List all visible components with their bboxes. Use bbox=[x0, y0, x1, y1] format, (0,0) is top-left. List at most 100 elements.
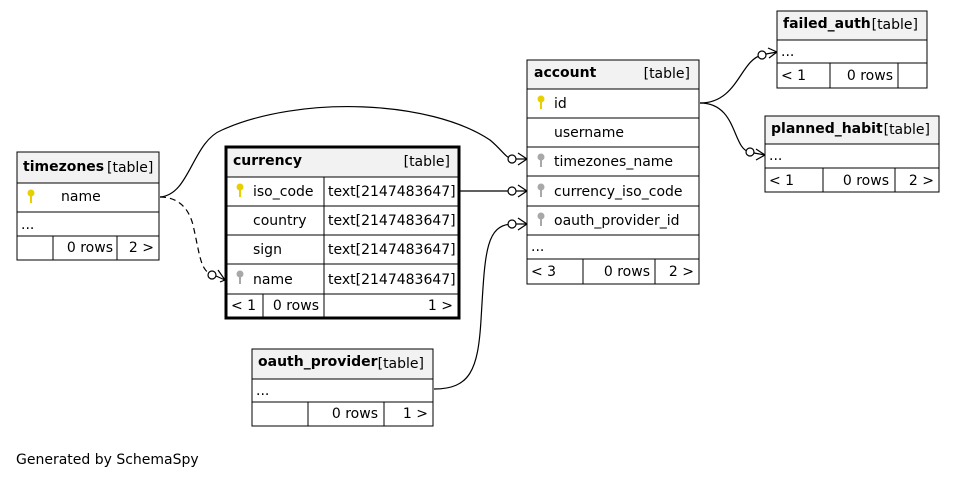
column-name: timezones_name bbox=[554, 154, 673, 170]
table-account[interactable]: account [table] id username timezones_na… bbox=[526, 59, 700, 285]
foreign-key-icon bbox=[537, 183, 545, 197]
column-row[interactable] bbox=[526, 117, 700, 148]
row-count: 0 rows bbox=[67, 240, 113, 256]
footer-rows bbox=[307, 401, 385, 427]
footer-rows bbox=[822, 167, 896, 193]
more-row bbox=[251, 378, 434, 403]
column-name: sign bbox=[253, 242, 282, 258]
column-row[interactable] bbox=[526, 146, 700, 177]
optional-circle bbox=[757, 50, 767, 60]
parents-count[interactable]: < 3 bbox=[531, 264, 556, 280]
optional-circle bbox=[207, 270, 217, 280]
table-planned-habit[interactable]: planned_habit [table] ... < 1 0 rows 2 > bbox=[764, 115, 940, 193]
more-row bbox=[526, 234, 700, 260]
column-name: country bbox=[253, 213, 307, 229]
column-name: username bbox=[554, 125, 624, 141]
optional-circle bbox=[745, 147, 755, 157]
column-row[interactable] bbox=[225, 205, 325, 236]
parents-count[interactable]: < 1 bbox=[231, 298, 256, 314]
table-header bbox=[776, 10, 928, 41]
column-name: currency_iso_code bbox=[554, 184, 683, 200]
foreign-key-icon bbox=[537, 212, 545, 226]
table-failed-auth[interactable]: failed_auth [table] ... < 1 0 rows bbox=[776, 10, 928, 89]
footer-rows bbox=[52, 235, 118, 261]
foreign-key-icon bbox=[537, 153, 545, 167]
table-name: account bbox=[534, 65, 597, 81]
more-indicator: ... bbox=[781, 44, 794, 60]
children-count[interactable]: 2 > bbox=[669, 264, 694, 280]
parents-count[interactable]: < 1 bbox=[781, 68, 806, 84]
column-type: text[2147483647] bbox=[328, 213, 456, 229]
table-kind: [table] bbox=[644, 66, 690, 82]
row-count: 0 rows bbox=[847, 68, 893, 84]
footer-children bbox=[894, 167, 940, 193]
column-type-cell bbox=[323, 234, 460, 265]
edge-timezones-currency bbox=[159, 196, 213, 276]
edge-endpoints bbox=[207, 47, 778, 283]
table-name: currency bbox=[233, 153, 302, 169]
children-count[interactable]: 1 > bbox=[428, 298, 453, 314]
row-count: 0 rows bbox=[273, 298, 319, 314]
column-row[interactable] bbox=[526, 205, 700, 236]
table-oauth-provider[interactable]: oauth_provider [table] ... 0 rows 1 > bbox=[251, 348, 434, 427]
children-count[interactable]: 2 > bbox=[909, 173, 934, 189]
column-name: id bbox=[554, 96, 567, 112]
table-name: planned_habit bbox=[771, 121, 883, 137]
edge-account-planned-habit bbox=[699, 102, 751, 153]
more-indicator: ... bbox=[769, 148, 782, 164]
footer-parents bbox=[16, 235, 54, 261]
children-count[interactable]: 1 > bbox=[403, 406, 428, 422]
crows-foot bbox=[516, 152, 528, 166]
more-indicator: ... bbox=[21, 217, 34, 233]
table-kind: [table] bbox=[107, 160, 153, 176]
primary-key-icon bbox=[537, 95, 545, 109]
table-header bbox=[526, 59, 700, 90]
focus-border bbox=[224, 145, 461, 320]
column-row[interactable] bbox=[225, 234, 325, 265]
table-kind: [table] bbox=[884, 122, 930, 138]
column-type-cell bbox=[323, 205, 460, 236]
edge-account-failed-auth bbox=[699, 54, 763, 104]
column-type-cell bbox=[323, 263, 460, 295]
column-row[interactable] bbox=[16, 182, 160, 213]
primary-key-icon bbox=[236, 183, 244, 197]
optional-circle bbox=[507, 186, 517, 196]
optional-circle bbox=[507, 219, 517, 229]
more-row bbox=[16, 211, 160, 237]
children-count[interactable]: 2 > bbox=[129, 240, 154, 256]
row-count: 0 rows bbox=[843, 173, 889, 189]
column-name: oauth_provider_id bbox=[554, 213, 680, 229]
table-kind: [table] bbox=[872, 17, 918, 33]
foreign-key-icon bbox=[236, 270, 244, 284]
table-name: oauth_provider bbox=[258, 354, 378, 370]
footer-parents bbox=[251, 401, 309, 427]
footer-rows bbox=[829, 62, 899, 89]
more-row bbox=[776, 39, 928, 64]
crows-foot bbox=[516, 217, 528, 231]
primary-key-icon bbox=[27, 189, 35, 203]
footer-children bbox=[654, 258, 700, 285]
crows-foot bbox=[753, 148, 766, 161]
parents-count[interactable]: < 1 bbox=[769, 173, 794, 189]
column-name: name bbox=[253, 272, 293, 288]
table-kind: [table] bbox=[378, 356, 424, 372]
row-count: 0 rows bbox=[604, 264, 650, 280]
table-kind: [table] bbox=[404, 154, 450, 170]
edge-oauth-account bbox=[433, 223, 513, 390]
footer-parents bbox=[776, 62, 831, 89]
crows-foot bbox=[215, 269, 226, 283]
generated-by-label: Generated by SchemaSpy bbox=[16, 452, 199, 468]
column-type-cell bbox=[323, 176, 460, 207]
table-timezones[interactable]: timezones [table] name ... 0 rows 2 > bbox=[16, 151, 160, 261]
edge-timezones-account bbox=[159, 106, 513, 198]
table-currency[interactable]: currency [table] iso_code text[214748364… bbox=[224, 145, 461, 320]
row-count: 0 rows bbox=[332, 406, 378, 422]
column-name: name bbox=[61, 189, 101, 205]
crows-foot bbox=[516, 184, 528, 198]
column-type: text[2147483647] bbox=[328, 184, 456, 200]
footer-parents bbox=[764, 167, 824, 193]
footer-children bbox=[383, 401, 434, 427]
column-row[interactable] bbox=[526, 88, 700, 119]
table-name: timezones bbox=[23, 159, 104, 175]
